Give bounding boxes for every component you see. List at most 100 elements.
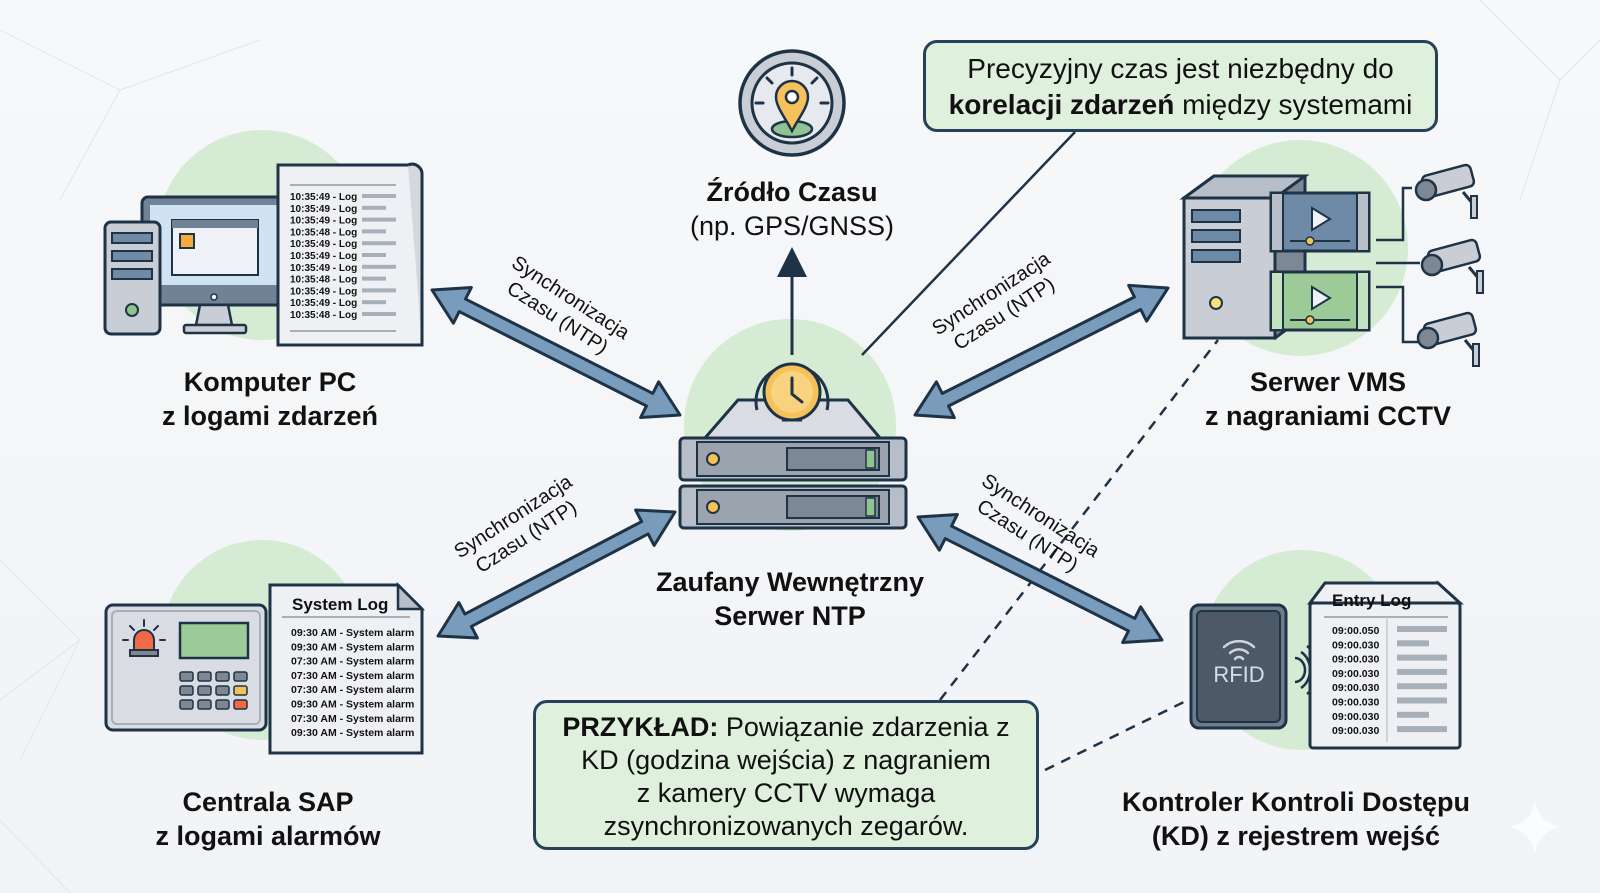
log-line: 09:30 AM - System alarm: [291, 627, 414, 639]
log-line: 09:00.030: [1332, 711, 1379, 723]
callout-top-line1: Precyzyjny czas jest niezbędny do: [967, 53, 1394, 84]
keypad-key: [233, 699, 248, 710]
ntp-server-label: Zaufany Wewnętrzny Serwer NTP: [656, 565, 924, 633]
pc-title: Komputer PC: [183, 367, 357, 397]
log-line: 07:30 AM - System alarm: [291, 684, 414, 696]
keypad-key: [233, 671, 248, 682]
location-pin-icon: [774, 79, 810, 134]
log-bar: [1397, 683, 1447, 690]
log-bar: [362, 205, 386, 210]
sap-label: Centrala SAP z logami alarmów: [155, 785, 380, 853]
log-line: 09:00.050: [1332, 625, 1379, 637]
log-line: 10:35:48 - Log: [290, 310, 357, 321]
kd-label: Kontroler Kontroli Dostępu (KD) z rejest…: [1122, 785, 1470, 853]
video-player-icon: [1269, 191, 1371, 253]
log-line: 10:35:49 - Log: [290, 298, 357, 309]
sap-log-document: System Log 09:30 AM - System alarm 09:30 …: [268, 581, 426, 755]
log-bar: [1397, 711, 1429, 718]
log-bar: [1397, 726, 1447, 733]
log-bar: [362, 229, 386, 234]
sap-subtitle: z logami alarmów: [155, 821, 381, 851]
callout-bottom-connector-kd: [1044, 698, 1189, 772]
callout-top-connector: [861, 131, 1076, 356]
sap-title: Centrala SAP: [182, 787, 354, 817]
cctv-camera-icon: [1414, 163, 1478, 219]
callout-example: PRZYKŁAD: Powiązanie zdarzenia z KD (god…: [533, 700, 1039, 850]
keypad-key: [179, 685, 194, 696]
log-bar: [362, 276, 386, 281]
log-line: 10:35:48 - Log: [290, 227, 357, 238]
server-rack-unit-1: [678, 436, 908, 482]
keypad-key: [197, 685, 212, 696]
log-line: 07:30 AM - System alarm: [291, 713, 414, 725]
alarm-panel-icon: [104, 603, 268, 732]
vms-server-icon: [1179, 174, 1420, 344]
ntp-server-icon: [678, 362, 908, 530]
log-line: 10:35:49 - Log: [290, 239, 357, 250]
log-line: 10:35:49 - Log: [290, 192, 357, 203]
kd-title: Kontroler Kontroli Dostępu: [1122, 787, 1470, 817]
time-source-title: Źródło Czasu: [706, 177, 878, 207]
log-bar: [362, 253, 386, 257]
cctv-camera-icon: [1416, 311, 1480, 367]
log-line: 10:35:49 - Log: [290, 204, 357, 215]
log-line: 07:30 AM - System alarm: [291, 656, 414, 668]
kd-log-title: Entry Log: [1332, 591, 1411, 610]
log-bar: [1397, 668, 1447, 675]
callout-bottom-line3: z kamery CCTV wymaga: [636, 778, 936, 808]
keypad-key: [197, 671, 212, 682]
siren-icon: [122, 619, 166, 657]
clock-icon: [754, 362, 830, 422]
callout-bottom-line1: PRZYKŁAD: Powiązanie zdarzenia z: [536, 711, 1036, 744]
log-bar: [362, 288, 396, 293]
keypad-key: [215, 671, 230, 682]
wireless-icon: [1222, 639, 1256, 661]
video-player-icon: [1269, 270, 1371, 332]
log-line: 09:30 AM - System alarm: [291, 727, 414, 739]
vms-subtitle: z nagraniami CCTV: [1204, 401, 1452, 431]
log-bar: [362, 312, 396, 316]
log-bar: [362, 241, 396, 246]
keypad-key: [215, 685, 230, 696]
sync-arrow-kd: [916, 512, 1164, 645]
keypad-key: [215, 699, 230, 710]
sync-arrow-pc: [430, 285, 682, 420]
sync-arrow-sap: [436, 508, 677, 640]
callout-bottom-connector-vms: [939, 339, 1219, 701]
server-rack-unit-2: [678, 484, 908, 530]
callout-bottom-line2: KD (godzina wejścia) z nagraniem: [581, 745, 991, 775]
callout-bottom-line1-rest: Powiązanie zdarzenia z: [718, 712, 1010, 742]
time-source-icon: [738, 49, 846, 157]
log-line: 10:35:49 - Log: [290, 286, 357, 297]
log-line: 10:35:48 - Log: [290, 275, 357, 286]
log-line: 10:35:49 - Log: [290, 251, 357, 262]
time-source-subtitle: (np. GPS/GNSS): [689, 211, 895, 241]
vms-label: Serwer VMS z nagraniami CCTV: [1205, 365, 1451, 433]
kd-log-document: Entry Log 09:00.050 09:00.030 09:00.030 09:…: [1307, 580, 1464, 750]
log-bar: [1397, 654, 1447, 661]
sparkle-icon: [1510, 800, 1560, 855]
keypad-key: [197, 699, 212, 710]
log-bar: [362, 264, 396, 269]
pc-tower-icon: [103, 220, 162, 336]
log-line: 09:00.030: [1332, 725, 1379, 737]
sync-arrows: [430, 283, 1170, 645]
callout-top-line2: korelacji zdarzeń między systemami: [926, 87, 1435, 123]
monitor-icon: [140, 195, 287, 335]
rfid-label: RFID: [1213, 662, 1264, 687]
log-line: 09:00.030: [1332, 697, 1379, 709]
sap-log-title: System Log: [292, 595, 388, 614]
ntp-subtitle: Serwer NTP: [714, 601, 866, 631]
keypad-key: [233, 685, 248, 696]
pc-subtitle: z logami zdarzeń: [161, 401, 379, 431]
callout-top-rest: między systemami: [1174, 89, 1413, 120]
log-bar: [362, 194, 396, 198]
log-line: 10:35:49 - Log: [290, 263, 357, 274]
callout-bottom-line4: zsynchronizowanych zegarów.: [603, 811, 969, 841]
callout-precision-time: Precyzyjny czas jest niezbędny do korela…: [923, 40, 1438, 132]
log-bar: [1397, 640, 1429, 647]
log-line: 09:00.030: [1332, 668, 1379, 680]
log-line: 07:30 AM - System alarm: [291, 670, 414, 682]
